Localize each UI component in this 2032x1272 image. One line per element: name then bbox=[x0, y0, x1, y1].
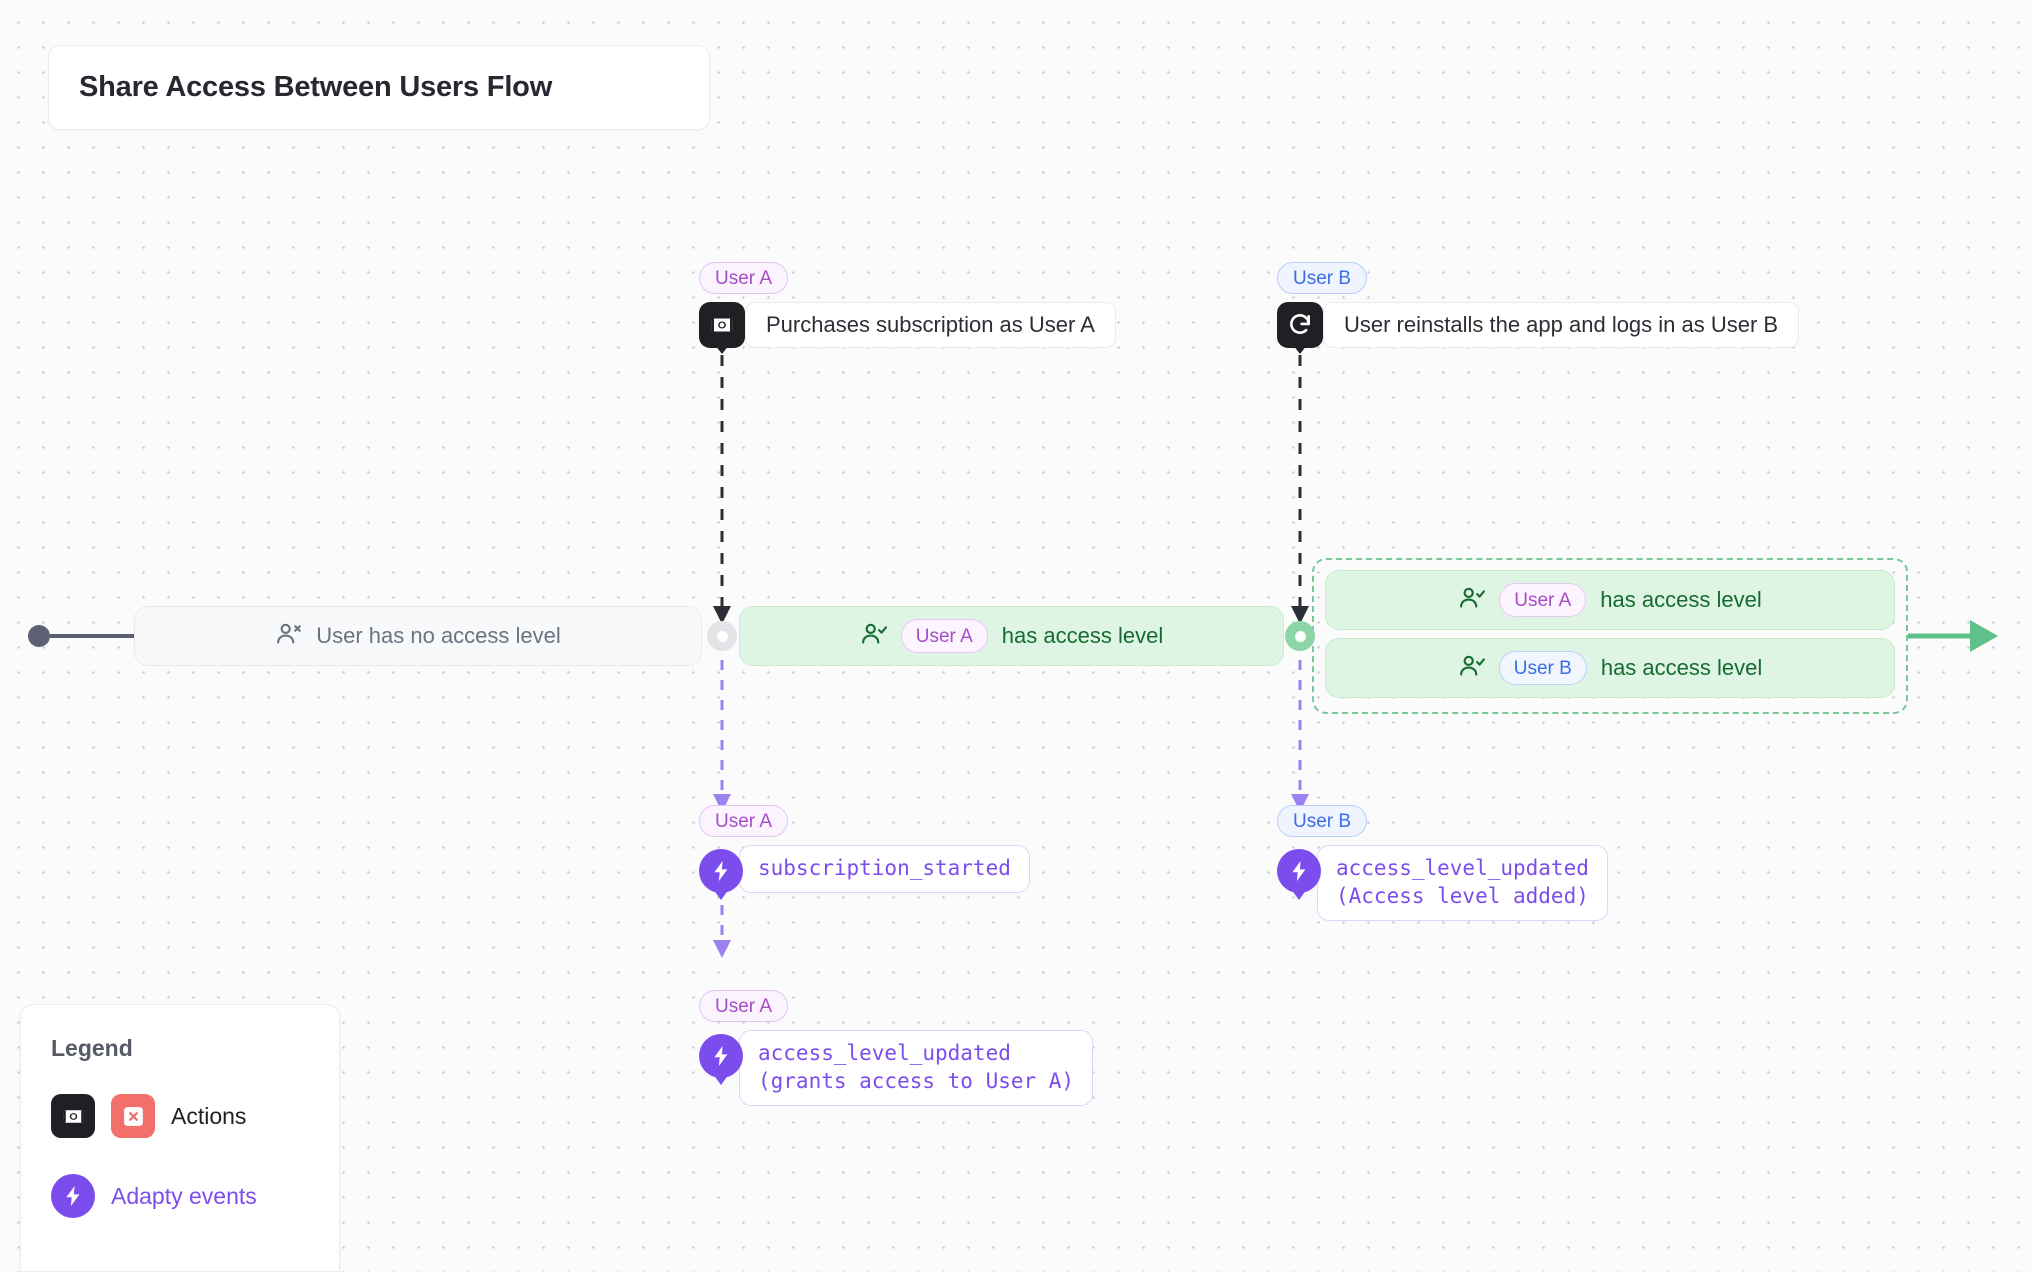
user-check-icon bbox=[860, 620, 887, 653]
event-label-access-level-updated-a: access_level_updated (grants access to U… bbox=[739, 1030, 1094, 1106]
event-label-subscription-started: subscription_started bbox=[739, 845, 1030, 893]
owner-badge-user-a: User A bbox=[699, 805, 789, 837]
legend-panel: Legend Actions bbox=[20, 1004, 340, 1272]
owner-badge-user-b: User B bbox=[1277, 262, 1368, 294]
bolt-icon bbox=[699, 849, 743, 893]
arrowhead-grants-event bbox=[713, 940, 731, 958]
inline-pill-user-a: User A bbox=[900, 619, 988, 653]
event-node-access-level-updated-b[interactable]: User B access_level_updated (Access leve… bbox=[1277, 805, 1608, 921]
legend-row-adapty-events: Adapty events bbox=[51, 1174, 309, 1218]
action-node-reinstall[interactable]: User B User reinstalls the app and logs … bbox=[1277, 262, 1800, 348]
page-title: Share Access Between Users Flow bbox=[79, 71, 553, 103]
state-node-no-access[interactable]: User has no access level bbox=[134, 606, 702, 666]
user-check-icon bbox=[1458, 652, 1485, 685]
owner-badge-user-a: User A bbox=[699, 262, 789, 294]
user-x-icon bbox=[275, 620, 302, 653]
bolt-icon bbox=[51, 1174, 95, 1218]
refresh-cw-icon bbox=[1277, 302, 1323, 348]
banknote-icon bbox=[51, 1094, 95, 1138]
flow-title-card[interactable]: Share Access Between Users Flow bbox=[48, 45, 710, 130]
legend-label-adapty-events: Adapty events bbox=[111, 1182, 257, 1209]
state-node-user-a-has-access[interactable]: User A has access level bbox=[739, 606, 1284, 666]
state-label-grouped-user-a: has access level bbox=[1600, 587, 1762, 612]
owner-badge-user-a: User A bbox=[699, 990, 789, 1022]
event-node-access-level-updated-a[interactable]: User A access_level_updated (grants acce… bbox=[699, 990, 1094, 1106]
event-label-access-level-updated-b: access_level_updated (Access level added… bbox=[1317, 845, 1608, 921]
connection-handle-left[interactable] bbox=[707, 621, 737, 651]
owner-badge-user-b: User B bbox=[1277, 805, 1368, 837]
user-check-icon bbox=[1458, 584, 1486, 617]
flow-start-dot[interactable] bbox=[28, 625, 50, 647]
bolt-icon bbox=[699, 1034, 743, 1078]
state-label-user-a-has-access: has access level bbox=[1001, 623, 1164, 648]
inline-pill-user-a: User A bbox=[1499, 583, 1587, 617]
action-label-purchase: Purchases subscription as User A bbox=[745, 302, 1116, 348]
legend-row-actions: Actions bbox=[51, 1094, 309, 1138]
arrowhead-group-output bbox=[1970, 620, 1998, 652]
state-label-no-access: User has no access level bbox=[316, 623, 561, 648]
bolt-icon bbox=[1277, 849, 1321, 893]
legend-label-actions: Actions bbox=[171, 1102, 247, 1129]
connection-handle-right[interactable] bbox=[1285, 621, 1315, 651]
state-node-user-a-has-access-grouped[interactable]: User A has access level bbox=[1325, 570, 1895, 630]
event-node-subscription-started[interactable]: User A subscription_started bbox=[699, 805, 1030, 893]
legend-title: Legend bbox=[51, 1035, 133, 1061]
action-label-reinstall: User reinstalls the app and logs in as U… bbox=[1323, 302, 1800, 348]
x-square-icon bbox=[111, 1094, 155, 1138]
state-node-user-b-has-access-grouped[interactable]: User B has access level bbox=[1325, 638, 1895, 698]
banknote-icon bbox=[699, 302, 745, 348]
inline-pill-user-b: User B bbox=[1498, 651, 1587, 685]
action-node-purchase[interactable]: User A Purchases subscription as User A bbox=[699, 262, 1116, 348]
state-label-grouped-user-b: has access level bbox=[1600, 655, 1763, 680]
